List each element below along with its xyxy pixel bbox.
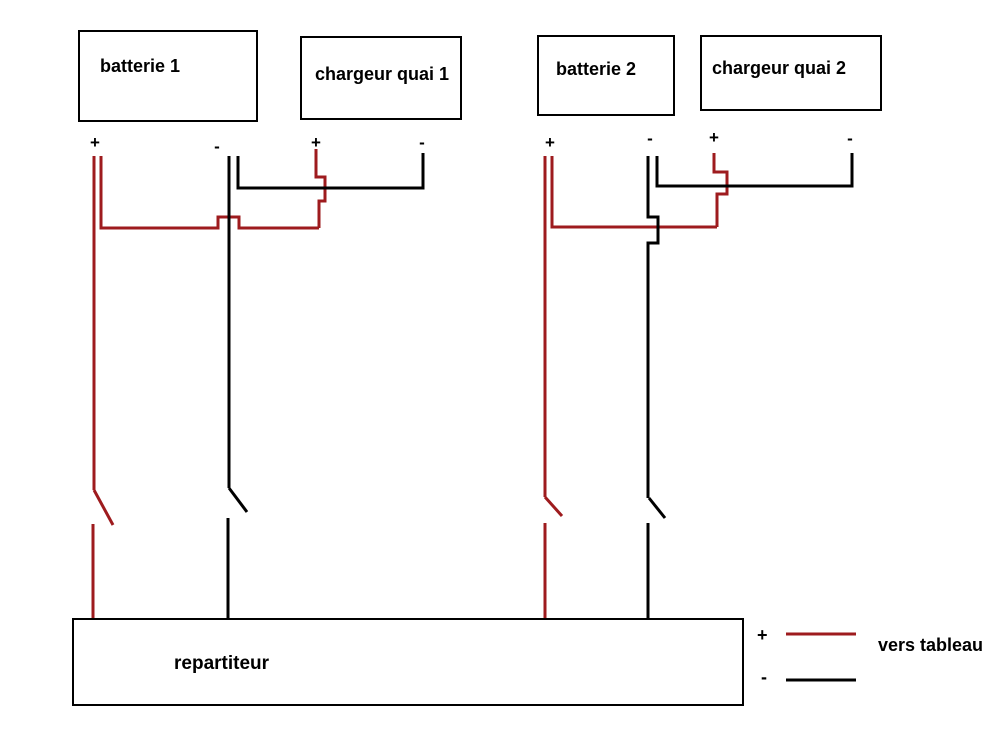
wire-batterie1-positive-to-chargeur1 <box>99 156 319 230</box>
terminal-chargeur1-plus: + <box>311 133 321 152</box>
box-chargeur-quai-1: chargeur quai 1 <box>300 36 462 120</box>
wire-chargeur2-positive-drop <box>712 153 729 227</box>
wire-batterie2-positive-to-chargeur2 <box>550 156 717 229</box>
box-chargeur-quai-2-label: chargeur quai 2 <box>712 58 847 78</box>
box-batterie-1-label: batterie 1 <box>100 56 181 76</box>
legend-minus-sign: - <box>761 667 767 687</box>
terminal-batterie1-plus: + <box>90 133 100 152</box>
box-chargeur-quai-2: chargeur quai 2 <box>700 35 882 111</box>
terminal-batterie2-minus: - <box>647 129 653 148</box>
box-chargeur-quai-1-label: chargeur quai 1 <box>315 64 450 84</box>
switch-blade-batterie1-negative <box>227 487 249 513</box>
terminal-batterie1-minus: - <box>214 137 220 156</box>
switch-blade-batterie2-positive <box>543 495 564 518</box>
terminal-chargeur2-minus: - <box>847 129 853 148</box>
box-batterie-2-label: batterie 2 <box>556 59 637 79</box>
legend-plus-sign: + <box>757 625 768 645</box>
box-batterie-1: batterie 1 <box>78 30 258 122</box>
terminal-batterie2-plus: + <box>545 133 555 152</box>
wire-batterie1-negative-to-chargeur1 <box>236 153 425 190</box>
terminal-chargeur2-plus: + <box>709 128 719 147</box>
switch-blade-batterie1-positive <box>92 489 115 526</box>
terminal-chargeur1-minus: - <box>419 133 425 152</box>
legend-caption: vers tableau <box>878 635 984 655</box>
box-repartiteur: repartiteur <box>72 618 744 706</box>
switch-blade-batterie2-negative <box>647 497 667 519</box>
wire-batterie2-negative-main-upper <box>646 156 660 498</box>
wire-batterie2-negative-to-chargeur2 <box>655 153 854 188</box>
box-batterie-2: batterie 2 <box>537 35 675 116</box>
box-repartiteur-label: repartiteur <box>174 653 270 674</box>
